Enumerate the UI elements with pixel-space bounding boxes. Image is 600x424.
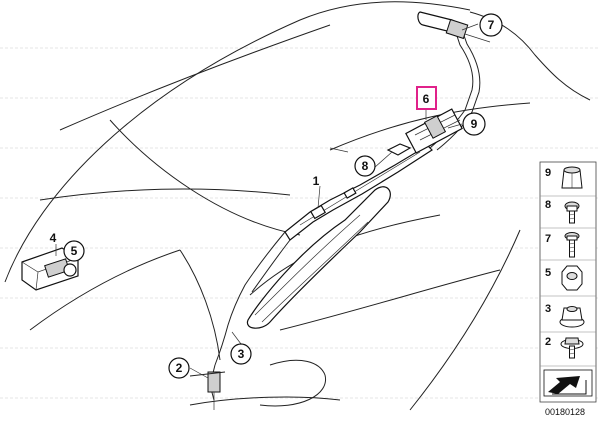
- direction-arrow-icon: [543, 369, 593, 397]
- legend-row-9: 9: [545, 166, 583, 189]
- callout-1: 1: [313, 174, 320, 188]
- callout-6: 6: [416, 86, 437, 110]
- legend-row-8: 8: [545, 199, 580, 224]
- callout-7: 7: [479, 13, 503, 37]
- callout-4-label: 4: [50, 231, 57, 245]
- callout-5: 5: [63, 240, 85, 262]
- retaining-clip: [329, 143, 412, 156]
- legend-label-2: 2: [545, 336, 551, 348]
- legend-label-5: 5: [545, 267, 551, 279]
- callout-8-label: 8: [362, 159, 369, 173]
- flange-screw-icon: [560, 337, 584, 359]
- callout-7-label: 7: [488, 18, 495, 32]
- curtain-airbag: [214, 145, 433, 366]
- callout-5-label: 5: [71, 244, 78, 258]
- legend-label-8: 8: [545, 199, 551, 211]
- inflator-line: [405, 11, 491, 154]
- legend-label-3: 3: [545, 303, 551, 315]
- callout-3-label: 3: [238, 347, 245, 361]
- callout-9: 9: [462, 112, 486, 136]
- callout-3: 3: [230, 343, 252, 365]
- lower-bracket: [189, 364, 226, 410]
- callout-6-label: 6: [423, 92, 430, 106]
- callout-9-label: 9: [471, 117, 478, 131]
- legend-label-9: 9: [545, 167, 551, 179]
- hex-nut-icon: [561, 265, 583, 291]
- legend-label-7: 7: [545, 233, 551, 245]
- legend-row-7: 7: [545, 232, 580, 258]
- callout-1-label: 1: [313, 174, 320, 188]
- flange-nut-icon: [559, 306, 585, 328]
- legend-row-5: 5: [545, 265, 583, 291]
- vehicle-body-outline: [4, 1, 591, 411]
- callout-2-label: 2: [176, 361, 183, 375]
- document-number: 00180128: [545, 407, 585, 417]
- callout-8: 8: [354, 155, 376, 177]
- fastener-legend: 9 8 7: [539, 161, 597, 403]
- short-bolt-icon: [564, 201, 580, 224]
- callout-2: 2: [168, 357, 190, 379]
- legend-row-2: 2: [545, 336, 584, 359]
- tall-hex-nut-icon: [561, 166, 583, 189]
- airbag-module: [21, 247, 79, 291]
- long-bolt-icon: [564, 232, 580, 258]
- callout-4: 4: [50, 231, 57, 245]
- legend-row-3: 3: [545, 303, 585, 328]
